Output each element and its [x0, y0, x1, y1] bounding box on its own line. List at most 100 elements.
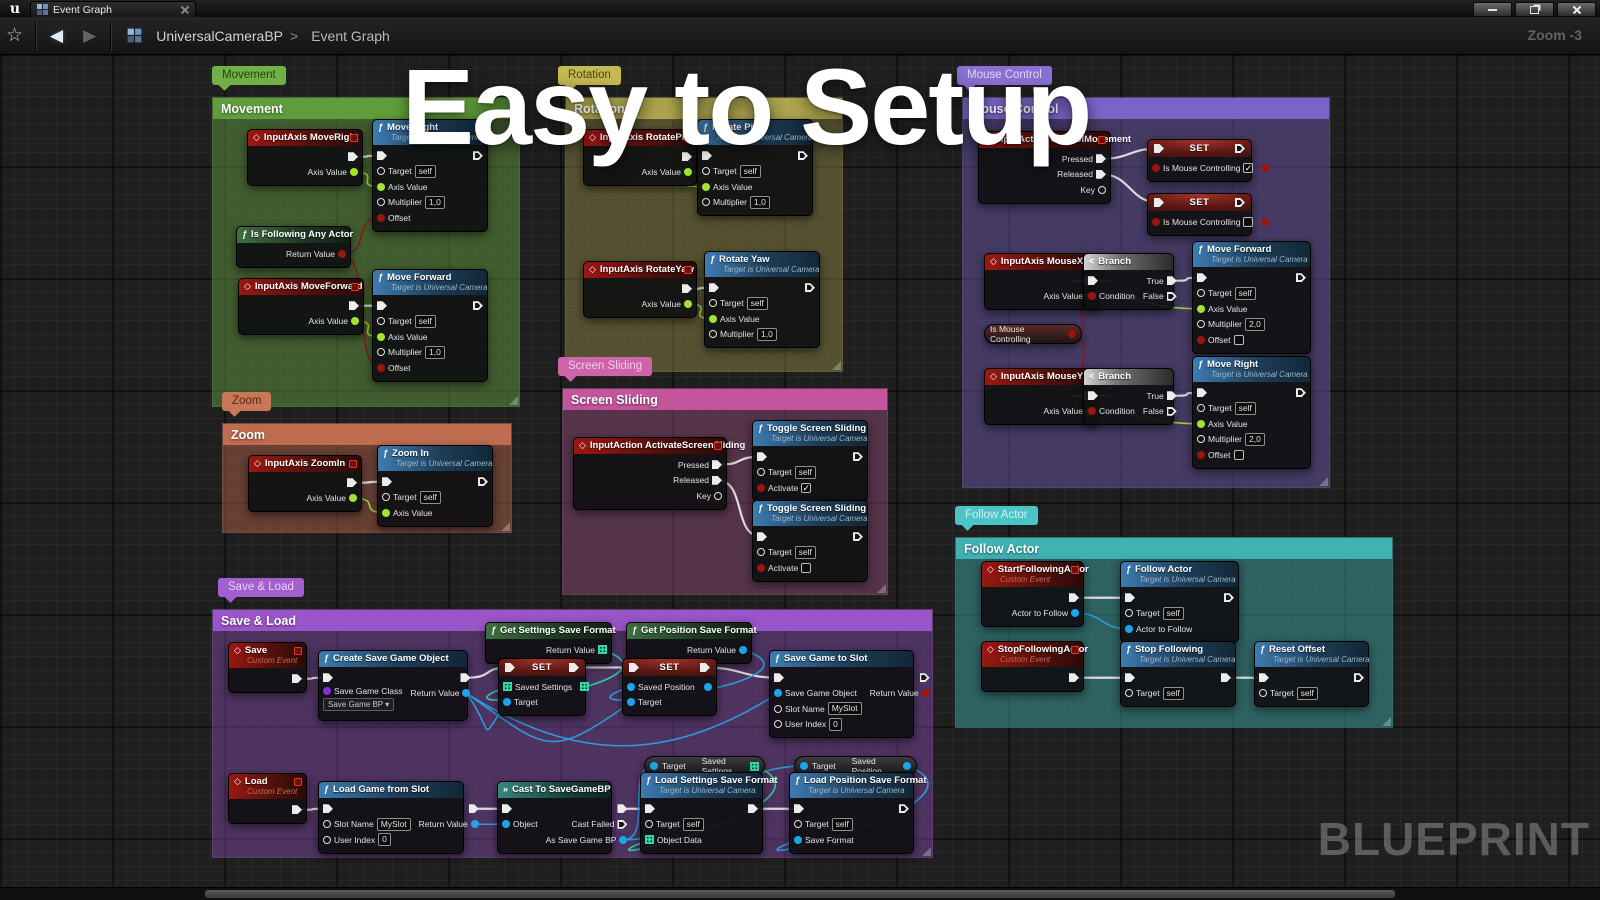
obj-pin[interactable]	[627, 682, 635, 691]
restore-button[interactable]	[1515, 2, 1554, 17]
float-pin[interactable]	[351, 317, 359, 326]
forward-button[interactable]: ▶	[83, 26, 97, 45]
pin-value[interactable]: self	[746, 296, 768, 310]
pin-value[interactable]: 1,0	[750, 195, 770, 209]
class-pin[interactable]	[323, 686, 331, 695]
exec-pin[interactable]	[899, 804, 909, 814]
bool-pin[interactable]	[757, 483, 765, 492]
exec-pin[interactable]	[1096, 169, 1106, 179]
obj-pin[interactable]	[1071, 609, 1079, 618]
close-button[interactable]	[1557, 2, 1596, 17]
exec-pin[interactable]	[377, 301, 387, 311]
exec-pin[interactable]	[682, 284, 692, 294]
horizontal-scrollbar[interactable]	[0, 887, 1600, 900]
comment-bubble-save-load[interactable]: Save & Load	[218, 578, 304, 603]
pin-value[interactable]: 2,0	[1245, 432, 1265, 446]
pin-value[interactable]: self	[414, 314, 436, 328]
comment-bubble-screen-sliding[interactable]: Screen Sliding	[558, 357, 653, 382]
pin-value[interactable]: self	[682, 817, 704, 831]
comment-group-header-zoom[interactable]: Zoom	[223, 424, 511, 445]
obj-pin[interactable]	[794, 820, 802, 829]
node-header[interactable]: »Cast To SaveGameBP	[498, 782, 611, 798]
pin-value[interactable]: 1,0	[425, 345, 445, 359]
exec-pin[interactable]	[794, 804, 804, 814]
exec-pin[interactable]	[1154, 198, 1164, 207]
exec-pin[interactable]	[348, 152, 358, 162]
exec-pin[interactable]	[349, 301, 359, 311]
node-header[interactable]: ◇InputAxis MoveForward	[239, 279, 363, 295]
exec-pin[interactable]	[1296, 273, 1306, 283]
obj-pin[interactable]	[709, 299, 717, 308]
bool-pin[interactable]	[921, 689, 930, 698]
obj-pin[interactable]	[903, 762, 911, 770]
obj-pin[interactable]	[739, 645, 747, 654]
scrollbar-handle[interactable]	[205, 890, 1395, 898]
array-pin[interactable]	[503, 682, 512, 692]
exec-pin[interactable]	[853, 532, 863, 542]
obj-pin[interactable]	[645, 820, 653, 829]
exec-pin[interactable]	[617, 819, 628, 829]
pin-checkbox[interactable]	[1243, 216, 1254, 227]
exec-pin[interactable]	[1069, 673, 1079, 683]
node-header[interactable]: <Branch	[1084, 369, 1173, 385]
exec-pin[interactable]	[323, 673, 333, 683]
bool-pin[interactable]	[1068, 330, 1076, 338]
node-header[interactable]: SET	[1148, 194, 1251, 211]
node-header[interactable]: ◇InputAction ControlMovement	[979, 132, 1131, 148]
exec-pin[interactable]	[505, 663, 515, 672]
bool-pin[interactable]	[377, 213, 385, 222]
obj-pin[interactable]	[1125, 609, 1133, 618]
key-pin[interactable]	[714, 491, 722, 500]
bool-pin[interactable]	[377, 363, 385, 372]
exec-pin[interactable]	[774, 673, 784, 683]
obj-pin[interactable]	[704, 682, 712, 691]
comment-group-header-mouse-control[interactable]: Mouse Control	[963, 98, 1329, 119]
exec-pin[interactable]	[323, 804, 333, 814]
exec-pin[interactable]	[347, 478, 357, 488]
comment-bubble-movement[interactable]: Movement	[212, 66, 286, 91]
node-header[interactable]: SET	[623, 659, 716, 676]
exec-pin[interactable]	[757, 532, 767, 542]
obj-pin[interactable]	[382, 493, 390, 502]
exec-pin[interactable]	[853, 452, 863, 462]
comment-bubble-rotation[interactable]: Rotation	[558, 66, 621, 91]
back-button[interactable]: ◀	[50, 26, 64, 45]
exec-pin[interactable]	[757, 452, 767, 462]
float-pin[interactable]	[377, 182, 385, 191]
pin-value[interactable]: self	[1296, 686, 1318, 700]
float-pin[interactable]	[684, 168, 692, 177]
exec-pin[interactable]	[1197, 388, 1207, 398]
bool-pin[interactable]	[1152, 163, 1160, 172]
bool-pin[interactable]	[1197, 450, 1205, 459]
key-pin[interactable]	[1098, 185, 1106, 194]
exec-pin[interactable]	[617, 804, 628, 814]
int-pin[interactable]	[323, 835, 331, 844]
exec-pin[interactable]	[1166, 276, 1177, 286]
exec-pin[interactable]	[478, 477, 488, 487]
array-pin[interactable]	[750, 761, 759, 771]
pin-value[interactable]: MySlot	[376, 817, 411, 831]
pin-value[interactable]: self	[831, 817, 853, 831]
